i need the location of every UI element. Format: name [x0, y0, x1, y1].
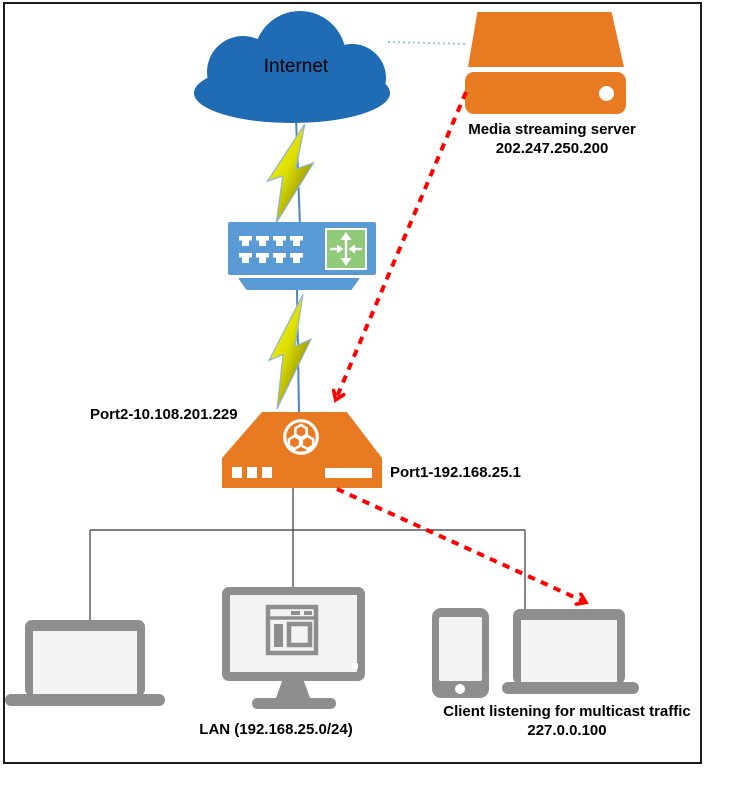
- phone-icon: [432, 608, 489, 698]
- laptop-client-icon: [513, 609, 625, 684]
- media-server-icon-top: [468, 12, 624, 67]
- switch-port-icon: [256, 236, 269, 246]
- desktop-stand: [276, 681, 310, 698]
- internet-cloud-icon: [194, 11, 390, 123]
- multicast-arrow-firewall-to-client: [336, 487, 585, 602]
- server-title-label: Media streaming server: [468, 121, 636, 138]
- internet-label: Internet: [263, 56, 329, 77]
- lightning-bolt-icon-lower: [267, 294, 313, 410]
- switch-port-icon: [256, 253, 269, 263]
- firewall-led: [247, 467, 257, 478]
- firewall-led: [232, 467, 242, 478]
- server-ip-label: 202.247.250.200: [495, 140, 609, 157]
- desktop-icon: [222, 587, 365, 681]
- client-ip-label: 227.0.0.100: [527, 722, 607, 739]
- laptop-left-base: [5, 694, 165, 706]
- switch-port-icon: [273, 253, 286, 263]
- switch-base: [238, 278, 360, 290]
- switch-port-icon: [290, 236, 303, 246]
- cloud-server-dotted-link: [387, 41, 469, 45]
- laptop-client-base: [502, 682, 639, 694]
- firewall-port-bar: [325, 468, 372, 478]
- switch-port-icon: [290, 253, 303, 263]
- firewall-led: [262, 467, 272, 478]
- diagram-border: [3, 2, 702, 764]
- lan-bus-line: [89, 488, 526, 620]
- port2-label: Port2-10.108.201.229: [90, 406, 238, 423]
- lan-label: LAN (192.168.25.0/24): [199, 721, 353, 738]
- media-server-led: [599, 86, 614, 101]
- client-label: Client listening for multicast traffic: [443, 703, 691, 720]
- switch-port-icon: [239, 253, 252, 263]
- firewall-logo-icon: [283, 419, 319, 455]
- router-module-icon: [325, 228, 367, 270]
- port1-label: Port1-192.168.25.1: [390, 464, 521, 481]
- desktop-base: [252, 698, 336, 709]
- switch-port-icon: [239, 236, 252, 246]
- switch-port-icon: [273, 236, 286, 246]
- laptop-left-icon: [25, 620, 145, 696]
